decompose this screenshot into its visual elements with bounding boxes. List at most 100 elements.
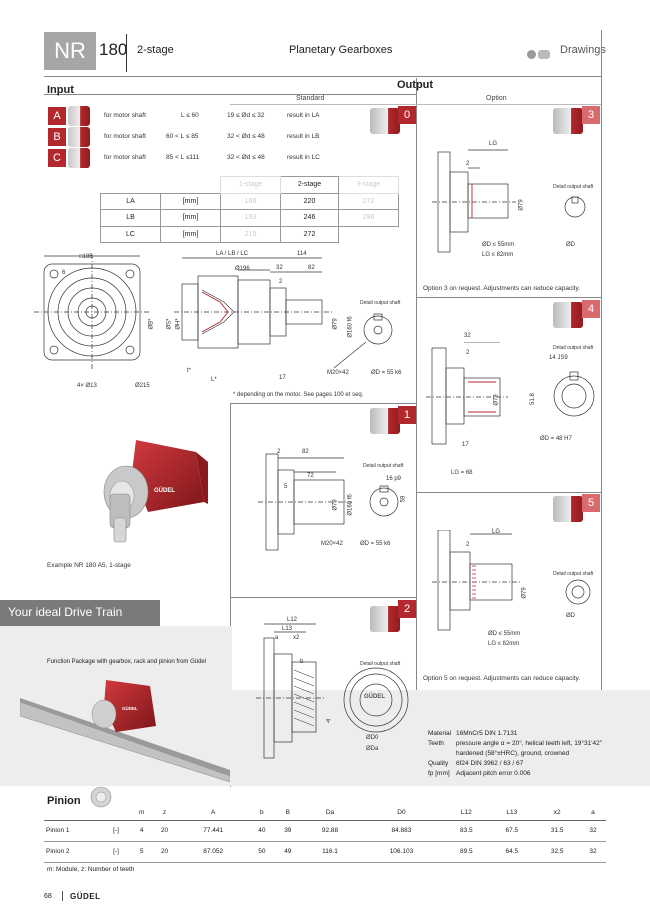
output-2-thumb [370, 606, 400, 632]
output-1-thumb [370, 408, 400, 434]
input-a-result: result in LA [287, 112, 320, 119]
opt2-detail: Detail output shaft [360, 661, 401, 667]
table-row: Pinion 1 [-] 4 20 77.441 40 39 92.88 84.… [44, 820, 606, 842]
opt5-lg2: LG ≤ 82mm [488, 641, 520, 647]
p1-6: 39 [274, 820, 301, 842]
ph-10: L13 [489, 805, 535, 821]
main-d32: 32 [276, 265, 283, 271]
page-title: Planetary Gearboxes [289, 44, 393, 56]
row-lc-v2: 272 [280, 225, 339, 243]
p2-8: 106.103 [359, 841, 444, 863]
output-badge-1: 1 [398, 406, 416, 424]
main-d82: 82 [308, 265, 315, 271]
main-d79: Ø79 [332, 318, 339, 330]
p1-11: 31.5 [534, 820, 580, 842]
input-b-result: result in LB [287, 133, 320, 140]
ph-7: Da [300, 805, 360, 821]
p2-5: 50 [248, 841, 275, 863]
opt5-dd: ØD ≤ 55mm [488, 631, 521, 637]
pinion-gear-icon [90, 786, 112, 808]
main-d55: ØD = 55 k6 [371, 370, 402, 376]
ph-1 [100, 805, 132, 821]
ph-12: a [579, 805, 606, 821]
input-c-result: result in LC [287, 154, 320, 161]
option3-drawing [432, 149, 586, 253]
p2-9: 89.5 [443, 841, 490, 863]
opt1-d2: 2 [277, 449, 281, 455]
opt4-d17: 17 [462, 442, 469, 448]
output-4-thumb [553, 302, 583, 328]
col-3stage: 3-stage [338, 176, 399, 194]
input-badge-b: B [48, 128, 66, 146]
section-dots-icon [527, 46, 552, 64]
table-row: Pinion 2 [-] 5 20 87.052 50 49 116.1 106… [44, 841, 606, 863]
opt1-left [230, 403, 231, 787]
input-a-range: L ≤ 60 [181, 112, 199, 119]
p2-1: [-] [100, 841, 132, 863]
main-d114: 114 [297, 251, 307, 257]
output-badge-4: 4 [582, 300, 600, 318]
ph-6: B [274, 805, 301, 821]
opt3-rule [416, 297, 601, 298]
spec-v0: 16MnCr5 DIN 1.7131 [456, 730, 518, 737]
p1-1: [-] [100, 820, 132, 842]
opt4-d32: 32 [464, 333, 471, 339]
footer-logo: GÜDEL [70, 892, 101, 901]
row-la-v3: 272 [338, 192, 399, 210]
main-t: t* [187, 368, 192, 374]
row-lb-v1: 193 [220, 209, 281, 227]
row-lb-v2: 246 [280, 209, 339, 227]
spec-v3: 6f24 DIN 3962 / 63 / 67 [456, 760, 524, 767]
input-b-dia: 32 < Ød ≤ 48 [227, 133, 265, 140]
output-badge-3: 3 [582, 106, 600, 124]
opt1-rule [230, 403, 416, 404]
footer-separator [62, 891, 63, 901]
p1-10: 67.5 [489, 820, 535, 842]
col-1stage: 1-stage [220, 176, 281, 194]
opt2-da: ØDa [366, 746, 379, 752]
p1-0: Pinion 1 [44, 820, 100, 842]
opt4-detail: Detail output shaft [553, 345, 594, 351]
p2-12: 32 [579, 841, 606, 863]
p1-5: 40 [248, 820, 275, 842]
ph-5: b [248, 805, 275, 821]
p2-2: 5 [132, 841, 152, 863]
output-0-thumb [370, 108, 400, 134]
p2-11: 32.5 [534, 841, 580, 863]
opt3-d79: Ø79 [518, 199, 525, 211]
row-la-unit: [mm] [160, 192, 221, 210]
main-d6: 6 [62, 270, 66, 276]
input-c-text: for motor shaft [104, 154, 146, 161]
p1-7: 92.88 [300, 820, 360, 842]
opt1-d82: 82 [302, 449, 309, 455]
opt3-dd: ØD ≤ 55mm [482, 242, 515, 248]
ph-0 [44, 805, 100, 821]
opt2-x2: x2 [293, 635, 300, 641]
drive-train-banner: Your ideal Drive Train [0, 600, 160, 626]
spec-v1: pressure angle α = 20°, helical teeth le… [456, 740, 603, 747]
length-table: 1-stage 2-stage 3-stage LA [mm] 168 220 … [100, 176, 399, 243]
output-heading: Output [397, 79, 434, 91]
main-d17: 17 [279, 375, 286, 381]
svg-text:GÜDEL: GÜDEL [154, 487, 175, 494]
main-l: L* [211, 377, 217, 383]
opt2-rule [230, 597, 416, 598]
ph-3: z [151, 805, 178, 821]
main-d215: Ø215 [135, 383, 150, 389]
ph-2: m [132, 805, 152, 821]
main-detail: Detail output shaft [360, 300, 401, 306]
opt1-p9: 16 p9 [386, 476, 402, 482]
ph-4: A [177, 805, 249, 821]
row-lb-unit: [mm] [160, 209, 221, 227]
input-a-text: for motor shaft [104, 112, 146, 119]
pinion-table: m z A b B Da D0 L12 L13 x2 a Pinion 1 [-… [44, 805, 606, 863]
main-bolt: 4× Ø13 [77, 383, 97, 389]
main-dh: ØH* [175, 318, 182, 330]
opt5-note: Option 5 on request. Adjustments can red… [423, 675, 581, 682]
row-lb-name: LB [100, 209, 161, 227]
input-a-dia: 19 ≤ Ød ≤ 32 [227, 112, 265, 119]
main-la: LA / LB / LC [216, 251, 249, 257]
p1-9: 83.5 [443, 820, 490, 842]
main-m20: M20×42 [327, 370, 349, 376]
option-label: Option [486, 95, 507, 102]
